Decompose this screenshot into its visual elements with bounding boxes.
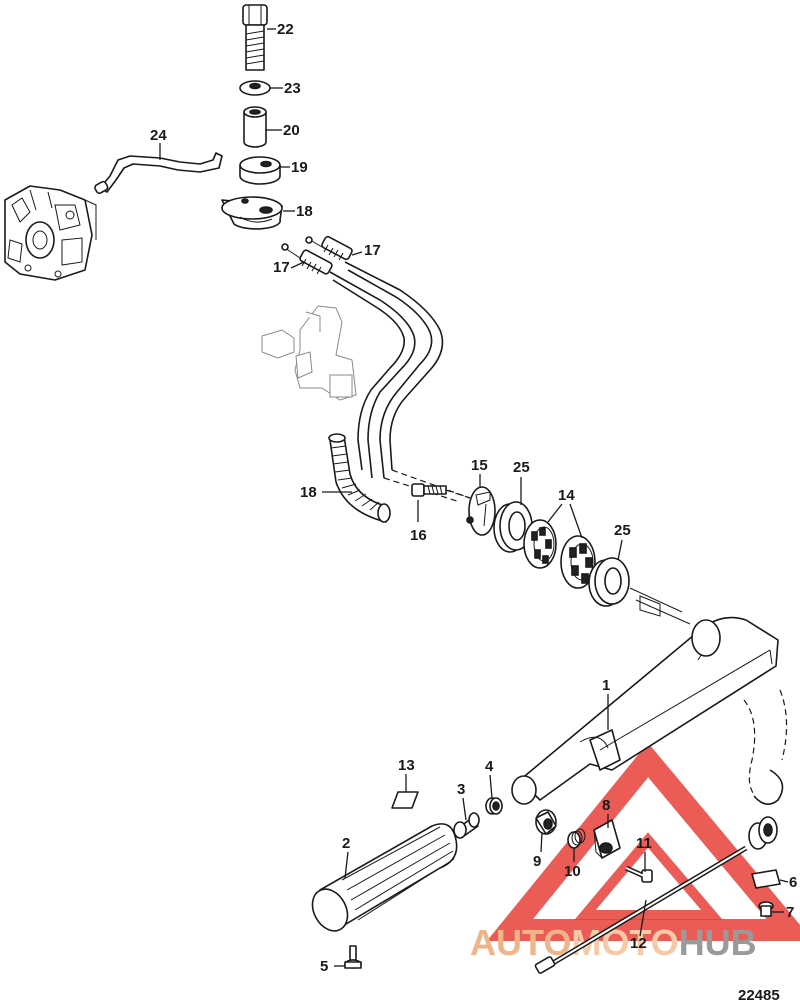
callout-21: 20 xyxy=(283,122,300,139)
callout-15: 15 xyxy=(471,457,488,474)
carburetor-assembly xyxy=(4,185,97,281)
part-20-cam xyxy=(239,156,281,185)
part-18-hose xyxy=(328,433,391,523)
part-19-throttle-cam xyxy=(221,196,283,230)
leader-lines xyxy=(159,28,789,967)
callout-12: 12 xyxy=(630,935,647,952)
callout-16: 16 xyxy=(410,527,427,544)
callout-17b: 17 xyxy=(273,259,290,276)
engine-bracket-ghost xyxy=(261,305,357,401)
part-8-friction-pad xyxy=(593,819,621,859)
callout-4: 4 xyxy=(485,758,494,775)
part-16-screw xyxy=(411,483,471,499)
callout-10: 10 xyxy=(564,863,581,880)
callout-18: 18 xyxy=(300,484,317,501)
callout-1: 1 xyxy=(602,677,610,694)
part-5-screw xyxy=(344,945,362,969)
part-1-tiller-handle xyxy=(511,587,788,805)
part-6-clip xyxy=(751,869,781,889)
part-14-friction-blocks xyxy=(523,519,596,589)
callout-17a: 17 xyxy=(364,242,381,259)
callout-3: 3 xyxy=(457,781,465,798)
callout-24: 24 xyxy=(150,127,167,144)
part-17-cables xyxy=(281,235,471,503)
callout-23: 23 xyxy=(284,80,301,97)
callout-25b: 25 xyxy=(614,522,631,539)
callout-7: 7 xyxy=(786,904,794,921)
part-25-bushing-lower xyxy=(588,557,630,607)
drawing-number: 22485 xyxy=(738,987,780,1004)
part-13-decal xyxy=(391,791,419,809)
part-15-retainer xyxy=(466,486,496,536)
part-21-sleeve xyxy=(243,106,267,148)
callout-22: 22 xyxy=(277,21,294,38)
watermark-triangle-inner xyxy=(574,832,723,920)
part-22-bolt xyxy=(242,4,268,71)
part-9-knob xyxy=(535,809,557,835)
callout-9: 9 xyxy=(533,853,541,870)
callout-5: 5 xyxy=(320,958,328,975)
part-12-stop-cable xyxy=(534,816,778,974)
callout-8: 8 xyxy=(602,797,610,814)
callout-14: 14 xyxy=(558,487,575,504)
callout-labels: 22 23 20 19 18 24 17 17 18 16 15 25 14 2… xyxy=(150,21,797,975)
part-23-washer xyxy=(239,80,271,96)
callout-13: 13 xyxy=(398,757,415,774)
part-2-grip xyxy=(311,823,458,932)
part-3-spacer xyxy=(453,812,480,839)
callout-2: 2 xyxy=(342,835,350,852)
callout-25a: 25 xyxy=(513,459,530,476)
part-11-screw xyxy=(624,865,653,883)
part-7-screw xyxy=(758,901,774,917)
part-4-washer xyxy=(485,797,503,815)
callout-19: 18 xyxy=(296,203,313,220)
part-25-bushing-upper xyxy=(493,501,533,553)
part-24-link-rod xyxy=(94,152,223,195)
callout-11: 11 xyxy=(636,835,652,852)
callout-20: 19 xyxy=(291,159,308,176)
callout-6: 6 xyxy=(789,874,797,891)
